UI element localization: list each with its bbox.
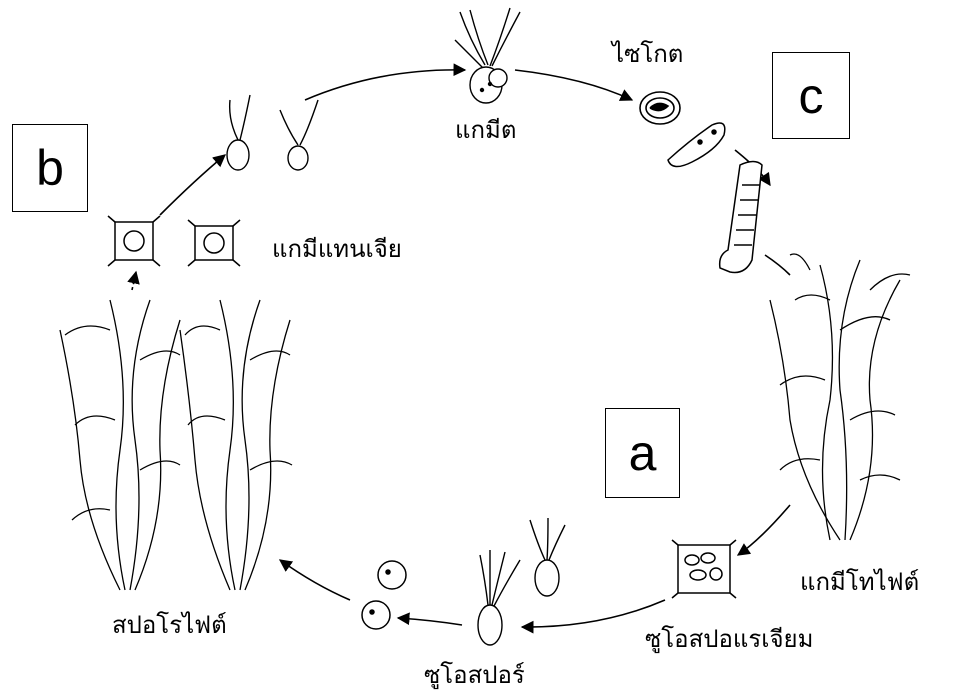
label-zoospore: ซูโอสปอร์	[424, 663, 525, 687]
label-gamete: แกมีต	[455, 118, 516, 142]
arrow-cyst-to-sporophyte	[280, 560, 350, 600]
gametangia-cells	[108, 216, 240, 266]
box-b: b	[12, 124, 88, 212]
arrow-sporophyte-to-gametangia	[132, 272, 136, 290]
zoosporangium-cell	[672, 540, 736, 598]
sporophyte-plants	[60, 300, 292, 590]
arrow-zoospore-to-cyst	[398, 618, 462, 625]
label-gametophyte: แกมีโทไฟต์	[800, 570, 919, 594]
box-a: a	[605, 408, 680, 498]
label-zygote: ไซโกต	[612, 42, 683, 66]
label-gametangia: แกมีแทนเจีย	[272, 237, 402, 261]
arrow-zoosporangium-to-zoospore	[522, 600, 665, 627]
arrow-fusion-to-zygote	[515, 70, 632, 100]
arrow-gametophyte-to-zoosporangium	[738, 505, 790, 555]
label-sporophyte: สปอโรไฟต์	[112, 613, 227, 637]
gamete-pair	[227, 95, 318, 170]
arrow-germling-to-gametophyte	[765, 255, 790, 275]
arrow-gametangia-to-gamete	[160, 155, 225, 215]
arrow-gamete-to-fusion	[305, 70, 465, 100]
label-zoosporangium: ซูโอสปอแรเจียม	[645, 627, 813, 651]
germinating-zygote	[668, 123, 725, 167]
box-c: c	[772, 52, 850, 139]
zygote-cell	[640, 92, 680, 124]
young-germling	[720, 162, 762, 273]
gametophyte-plant	[770, 254, 910, 540]
fusing-gametes	[455, 8, 520, 103]
